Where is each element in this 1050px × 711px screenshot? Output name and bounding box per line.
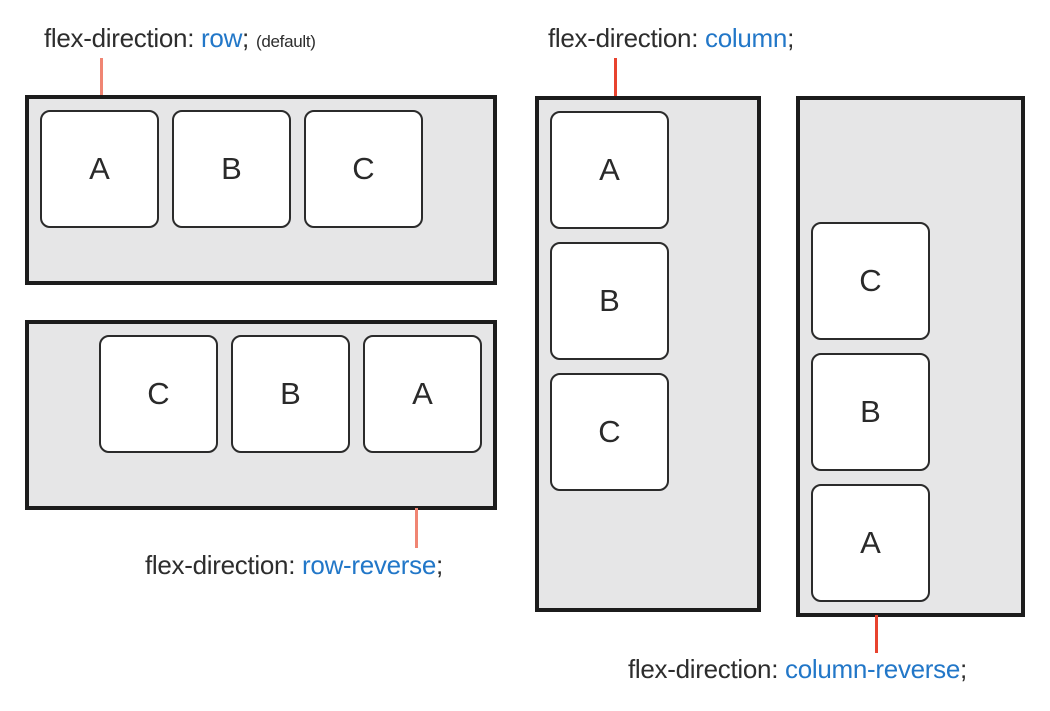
flex-container-row: A B C — [25, 95, 497, 285]
flex-item-b: B — [172, 110, 291, 228]
flex-direction-label-row: flex-direction: row; (default) — [44, 22, 316, 55]
label-semicolon: ; — [787, 23, 794, 53]
label-property-text: flex-direction: — [548, 23, 706, 53]
flex-item-b: B — [811, 353, 930, 471]
flex-item-a: A — [363, 335, 482, 453]
flex-item-c: C — [304, 110, 423, 228]
flex-item-a: A — [811, 484, 930, 602]
label-semicolon: ; — [436, 550, 443, 580]
label-semicolon: ; — [960, 654, 967, 684]
flex-direction-label-column-reverse: flex-direction: column-reverse; — [628, 653, 967, 686]
flex-item-c: C — [99, 335, 218, 453]
label-semicolon: ; — [242, 23, 249, 53]
connector-line-column-reverse — [875, 615, 878, 653]
flex-item-a: A — [40, 110, 159, 228]
connector-line-row-reverse — [415, 508, 418, 548]
label-property-text: flex-direction: — [44, 23, 202, 53]
flex-item-c: C — [811, 222, 930, 340]
connector-line-column — [614, 58, 617, 96]
flex-direction-label-column: flex-direction: column; — [548, 22, 794, 55]
label-value-keyword: row — [201, 23, 243, 53]
flex-container-row-reverse: A B C — [25, 320, 497, 510]
label-default-note: (default) — [255, 32, 316, 51]
flex-container-column: A B C — [535, 96, 761, 612]
flex-item-b: B — [550, 242, 669, 360]
flex-item-a: A — [550, 111, 669, 229]
flex-direction-label-row-reverse: flex-direction: row-reverse; — [145, 549, 443, 582]
label-property-text: flex-direction: — [145, 550, 303, 580]
label-value-keyword: row-reverse — [302, 550, 436, 580]
flex-container-column-reverse: A B C — [796, 96, 1025, 617]
flex-item-b: B — [231, 335, 350, 453]
label-value-keyword: column-reverse — [785, 654, 961, 684]
label-value-keyword: column — [705, 23, 788, 53]
connector-line-row — [100, 58, 103, 96]
flex-item-c: C — [550, 373, 669, 491]
label-property-text: flex-direction: — [628, 654, 786, 684]
